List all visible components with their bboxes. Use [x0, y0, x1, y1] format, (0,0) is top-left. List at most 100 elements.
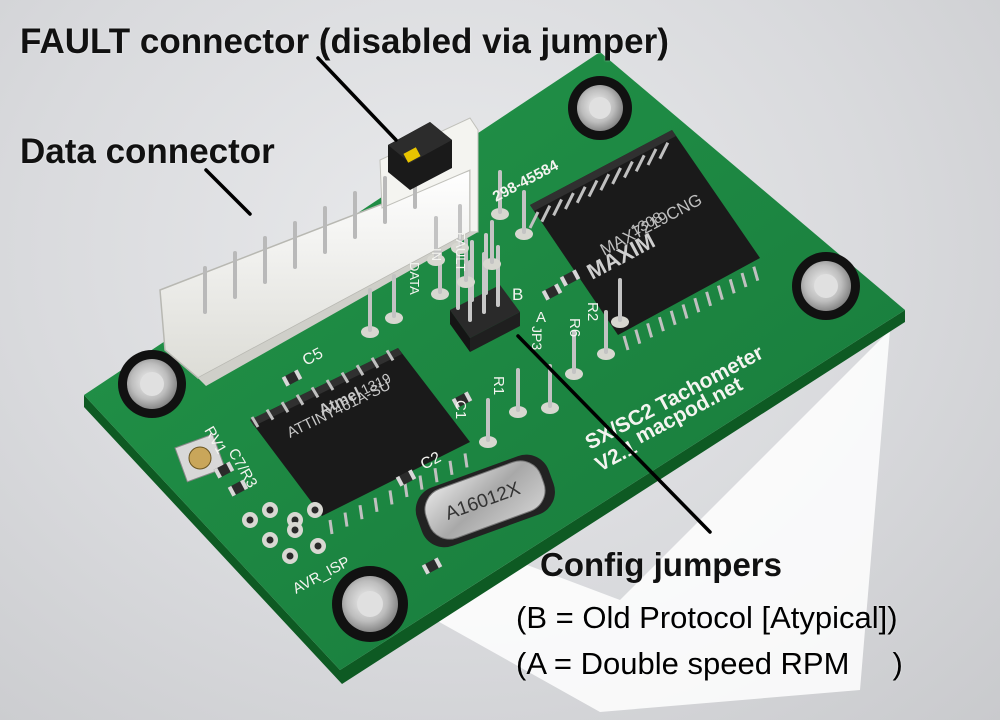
max7219-pin [634, 329, 642, 345]
attiny461-pin [328, 519, 334, 535]
silk-jumper-b: B [512, 285, 523, 304]
silk-in-header: IN [429, 248, 444, 261]
attiny461-pin [433, 467, 439, 483]
isp-pad-hole [266, 536, 274, 544]
attiny461-pin [265, 408, 275, 421]
silk-r1: R1 [490, 376, 507, 395]
smd-terminal [434, 557, 443, 569]
silk-r2: R2 [584, 302, 601, 321]
silk-data-header: DATA [407, 262, 422, 295]
attiny461-pin [463, 453, 469, 468]
attiny461-pin [280, 401, 290, 413]
max7219-pin [681, 304, 689, 319]
avr-isp-pads [242, 502, 326, 564]
attiny461-pin [448, 460, 454, 476]
max7219-pin [587, 179, 599, 198]
smd-terminal [213, 467, 222, 479]
max7219-pin [728, 278, 736, 294]
attiny461-pin [418, 475, 424, 490]
smd-terminal [395, 475, 404, 487]
smd-terminal [464, 391, 473, 403]
smd-terminal [451, 397, 460, 409]
smd-terminal [421, 563, 430, 575]
max7219-pin [540, 205, 552, 223]
crystal [415, 454, 555, 548]
attiny461-chip [250, 348, 470, 516]
smd-terminal [572, 269, 581, 281]
board-underside [168, 330, 890, 712]
isp-pad-hole [286, 552, 294, 560]
max7219-pin [693, 297, 701, 313]
max7219-pin [657, 316, 665, 332]
isp-pad-hole [314, 542, 322, 550]
silk-jp3: JP3 [529, 326, 545, 350]
smd-terminal [554, 283, 563, 295]
max7219-pin [705, 291, 713, 307]
smd-terminal [541, 289, 550, 301]
smd-terminal [294, 369, 303, 381]
max7219-pin [623, 160, 634, 179]
callout-lines [204, 56, 712, 534]
max7219-pin [646, 148, 658, 166]
attiny461-pin [403, 482, 409, 498]
silk-jumper-a: A [536, 309, 546, 326]
max7219-pin [752, 266, 760, 282]
attiny461-pin [388, 490, 394, 505]
max7219-pin [552, 198, 563, 217]
attiny461-pin [355, 364, 365, 376]
silk-r6: R6 [566, 318, 583, 337]
data-connector-annotation: Data connector [20, 132, 275, 171]
max7219-pin [611, 167, 622, 185]
max7219-pin [658, 142, 670, 160]
max7219-pin [716, 285, 724, 301]
max7219-pin [575, 186, 587, 204]
callout-line-data [204, 168, 252, 216]
attiny461-pin [385, 349, 395, 362]
silk-c1: C1 [452, 400, 469, 419]
isp-pad-hole [291, 526, 299, 534]
max7219-pin [634, 154, 646, 172]
attiny461-pin [343, 512, 349, 527]
smd-components [213, 269, 581, 575]
fault-connector-annotation: FAULT connector (disabled via jumper) [20, 22, 669, 61]
smd-terminal [408, 469, 417, 481]
smd-terminal [226, 461, 235, 473]
attiny461-pin [340, 371, 350, 384]
config-jumper-b-annotation: (B = Old Protocol [Atypical]) [516, 600, 898, 635]
attiny461-pin [373, 497, 379, 513]
attiny461-pin [325, 379, 335, 391]
attiny461-pins [250, 349, 469, 535]
misc-header-pins [361, 170, 629, 448]
attiny461-pin [250, 416, 260, 428]
attiny461-pin [370, 357, 380, 369]
attiny461-pin [310, 386, 320, 399]
isp-pad-hole [266, 506, 274, 514]
attiny461-pin [295, 394, 305, 406]
max7219-pin [669, 310, 677, 326]
max7219-pin [528, 211, 540, 229]
potentiometer-rv1 [174, 433, 226, 483]
config-jumper-a-annotation: (A = Double speed RPM ) [516, 646, 903, 681]
smd-terminal [240, 479, 249, 491]
callout-line-fault [316, 56, 398, 142]
mounting-holes [118, 76, 860, 642]
max7219-pin [564, 192, 575, 210]
smd-terminal [227, 485, 236, 497]
max7219-pin [740, 272, 748, 288]
smd-terminal [559, 275, 568, 287]
callout-line-config [516, 334, 712, 534]
smd-terminal [281, 375, 290, 387]
max7219-pin [646, 322, 654, 338]
max7219-chip [530, 130, 760, 335]
fault-jumper [388, 122, 452, 190]
isp-pad-hole [311, 506, 319, 514]
silk-fault-header: FAULT [453, 232, 468, 272]
max7219-pins [528, 142, 760, 351]
config-jumpers-annotation: Config jumpers [540, 546, 783, 583]
attiny461-pin [358, 504, 364, 520]
isp-pad-hole [291, 516, 299, 524]
isp-pad-hole [246, 516, 254, 524]
max7219-pin [622, 335, 630, 351]
max7219-pin [599, 173, 611, 191]
